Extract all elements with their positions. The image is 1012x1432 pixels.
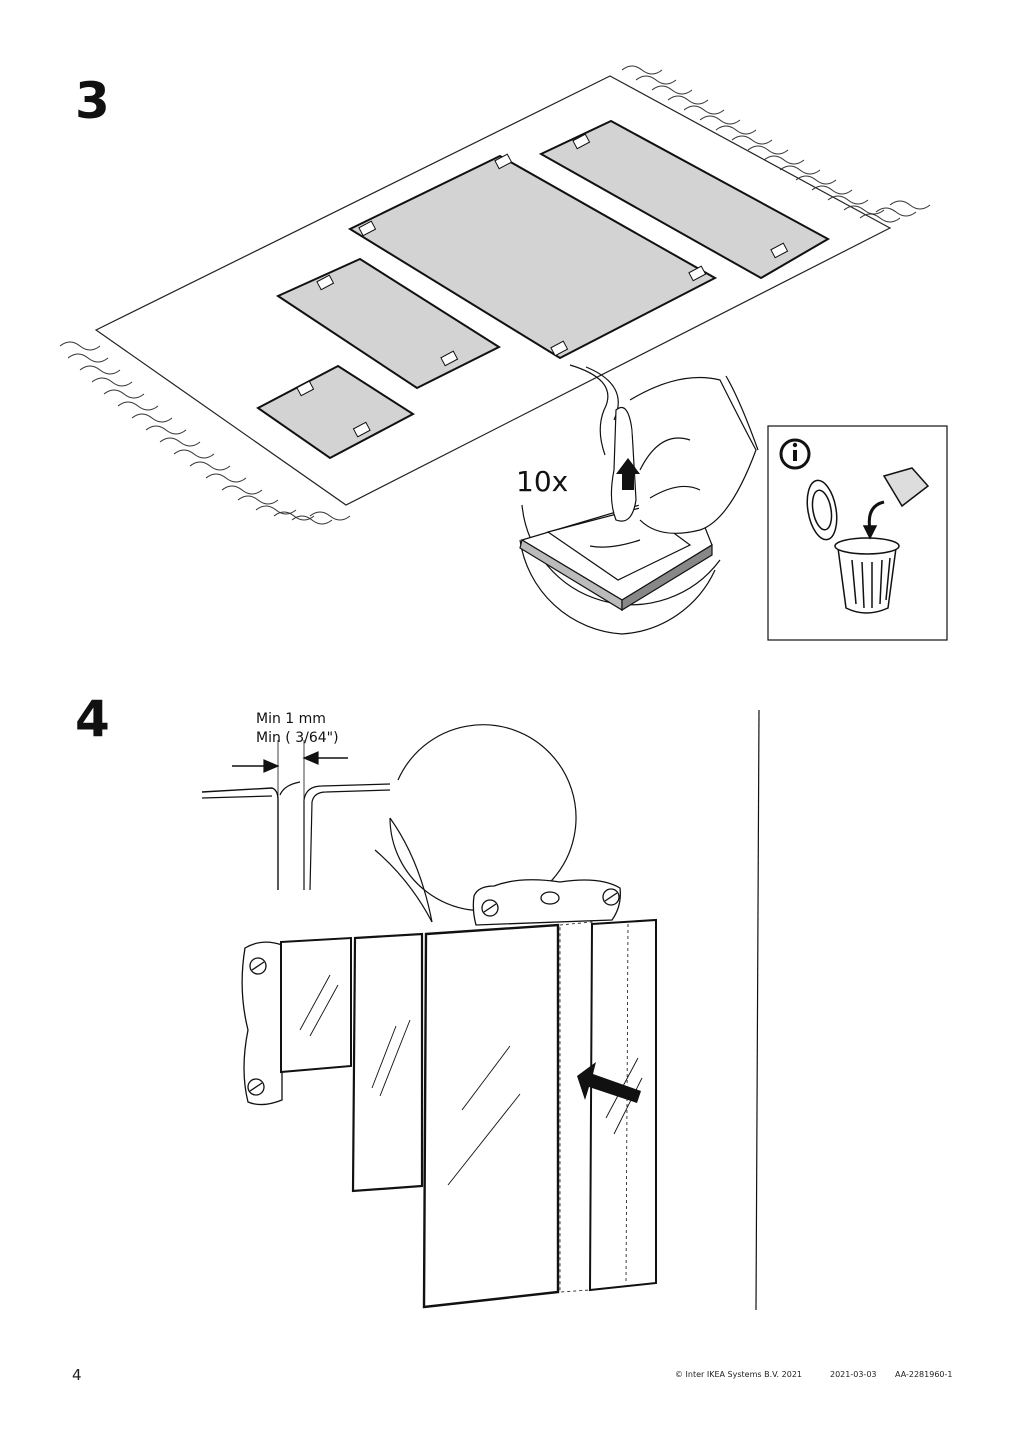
tile-1: [280, 936, 352, 1074]
panel-large: [347, 154, 718, 360]
trash-can-icon: [806, 467, 930, 614]
panel-small: [256, 364, 415, 460]
step-4-number: 4: [75, 690, 110, 748]
adhesive-pads: [296, 133, 789, 438]
info-box: [767, 425, 948, 641]
tile-3: [422, 923, 560, 1309]
step-3-number: 3: [75, 72, 110, 130]
quantity-label: 10x: [516, 465, 568, 498]
copyright-text: © Inter IKEA Systems B.V. 2021: [675, 1370, 802, 1379]
wall-edge-line: [755, 709, 760, 1311]
tile-2: [351, 932, 424, 1193]
peel-detail-callout: [519, 364, 759, 635]
reflection-marks: [299, 974, 643, 1186]
document-code: AA-2281960-1: [895, 1370, 953, 1379]
gap-detail-callout: [201, 724, 577, 923]
page-number: 4: [72, 1366, 82, 1384]
tile-5: [588, 918, 657, 1292]
arrow-up-icon: [616, 458, 640, 490]
push-arrow-icon: [577, 1062, 641, 1103]
info-icon: [779, 438, 811, 470]
panel-long: [538, 119, 831, 280]
document-date: 2021-03-03: [830, 1370, 877, 1379]
tile-4-ghost: [559, 921, 593, 1293]
wall-brackets: [241, 879, 621, 1106]
gap-imperial-label: Min ( 3/64"): [256, 730, 339, 746]
mirror-tiles: [280, 918, 657, 1309]
gap-metric-label: Min 1 mm: [256, 711, 326, 727]
